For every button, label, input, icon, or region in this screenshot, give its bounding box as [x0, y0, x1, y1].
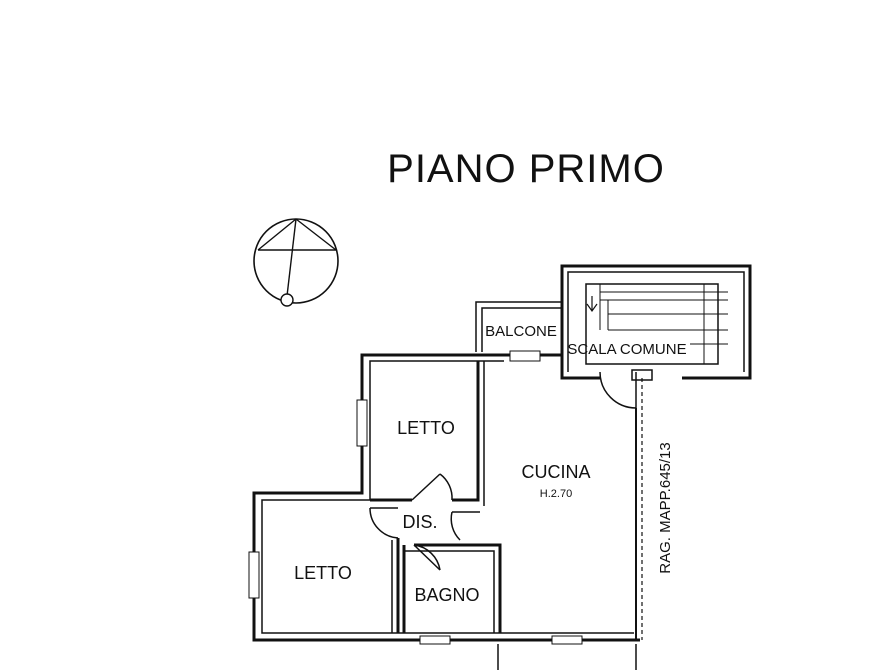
upper-balcony: [475, 301, 562, 352]
room-label-balcone: BALCONE: [485, 323, 557, 340]
room-label-dis: DIS.: [402, 512, 437, 532]
stair-enclosure: [560, 264, 752, 409]
compass-icon: [253, 218, 339, 307]
room-label-scala: SCALA COMUNE: [567, 341, 686, 358]
room-label-cucina: CUCINA: [521, 462, 590, 482]
cadastral-reference: RAG. MAPP.645/13: [657, 442, 674, 573]
interior-walls: [369, 361, 502, 633]
page-title: PIANO PRIMO: [387, 147, 665, 191]
room-height-label: H.2.70: [540, 488, 572, 500]
apartment-walls: [248, 350, 643, 670]
room-label-letto-lower: LETTO: [294, 563, 352, 583]
room-label-letto-upper: LETTO: [397, 418, 455, 438]
room-label-bagno: BAGNO: [414, 585, 479, 605]
